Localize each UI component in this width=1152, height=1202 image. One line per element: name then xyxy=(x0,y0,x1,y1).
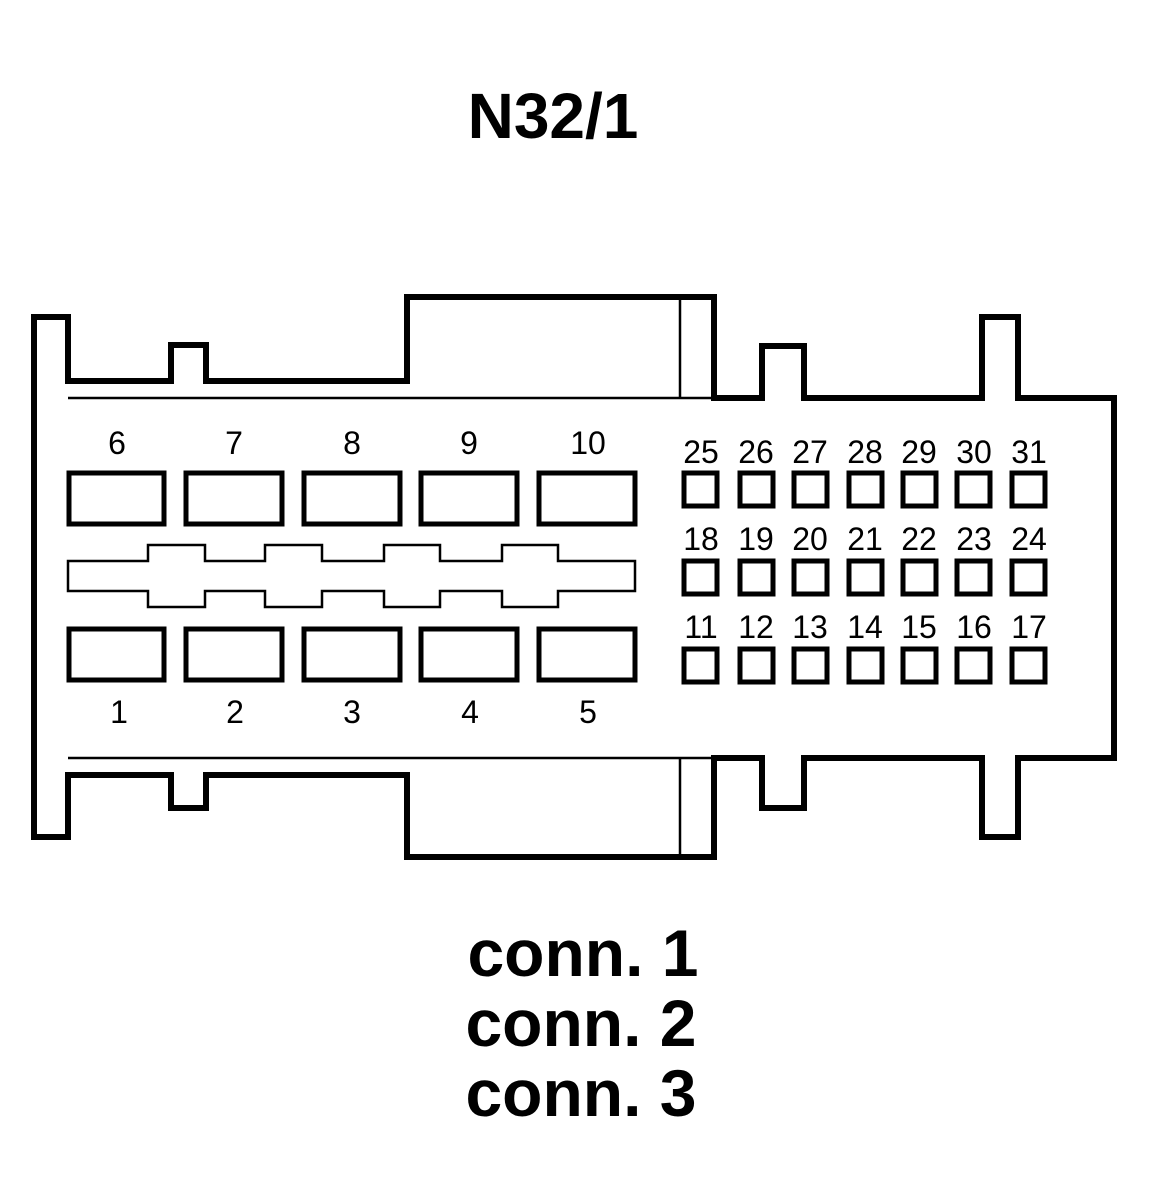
pin-label: 1 xyxy=(110,694,128,730)
pin-14 xyxy=(846,646,885,685)
pin-label: 8 xyxy=(343,425,361,461)
small-pins-row-1: 25 26 27 28 29 30 31 xyxy=(681,434,1048,509)
pin-label: 23 xyxy=(956,521,992,557)
pin-label: 17 xyxy=(1011,609,1047,645)
pin-25 xyxy=(681,470,720,509)
small-pins-row-3: 11 12 13 14 15 16 17 xyxy=(681,609,1048,685)
pin-label: 14 xyxy=(847,609,883,645)
pin-15 xyxy=(900,646,939,685)
pin-label: 11 xyxy=(684,609,717,645)
pin-5 xyxy=(536,626,638,683)
pin-label: 27 xyxy=(792,434,828,470)
pin-19 xyxy=(737,558,776,597)
pin-label: 2 xyxy=(226,694,244,730)
pin-18 xyxy=(681,558,720,597)
pin-label: 26 xyxy=(738,434,774,470)
connector-label-1: conn. 1 xyxy=(467,916,698,990)
pin-12 xyxy=(737,646,776,685)
pin-28 xyxy=(846,470,885,509)
pin-3 xyxy=(301,626,403,683)
pin-label: 12 xyxy=(738,609,774,645)
pin-22 xyxy=(900,558,939,597)
pin-label: 7 xyxy=(225,425,243,461)
pin-label: 31 xyxy=(1011,434,1047,470)
pin-30 xyxy=(954,470,993,509)
pin-label: 28 xyxy=(847,434,883,470)
connector-legend: conn. 1 conn. 2 conn. 3 xyxy=(465,916,698,1130)
pin-24 xyxy=(1009,558,1048,597)
pin-13 xyxy=(791,646,830,685)
pin-23 xyxy=(954,558,993,597)
pin-21 xyxy=(846,558,885,597)
connector-label-3: conn. 3 xyxy=(465,1056,696,1130)
pin-label: 16 xyxy=(956,609,992,645)
large-pins-bottom: 1 2 3 4 5 xyxy=(66,626,638,730)
diagram-title: N32/1 xyxy=(468,80,639,152)
connector-label-2: conn. 2 xyxy=(465,986,696,1060)
pin-9 xyxy=(418,470,520,527)
pin-10 xyxy=(536,470,638,527)
pin-17 xyxy=(1009,646,1048,685)
pin-label: 29 xyxy=(901,434,937,470)
pin-4 xyxy=(418,626,520,683)
pin-label: 24 xyxy=(1011,521,1047,557)
pin-6 xyxy=(66,470,167,527)
pin-label: 25 xyxy=(683,434,719,470)
pin-label: 6 xyxy=(108,425,126,461)
pin-label: 18 xyxy=(683,521,719,557)
pin-label: 15 xyxy=(901,609,937,645)
pin-label: 30 xyxy=(956,434,992,470)
pin-31 xyxy=(1009,470,1048,509)
pin-7 xyxy=(183,470,285,527)
pin-11 xyxy=(681,646,720,685)
pin-label: 20 xyxy=(792,521,828,557)
pin-27 xyxy=(791,470,830,509)
pin-label: 22 xyxy=(901,521,937,557)
pin-16 xyxy=(954,646,993,685)
connector-housing xyxy=(31,294,1117,860)
pin-20 xyxy=(791,558,830,597)
pin-2 xyxy=(183,626,285,683)
pin-label: 5 xyxy=(579,694,597,730)
pin-label: 9 xyxy=(460,425,478,461)
pin-1 xyxy=(66,626,167,683)
pin-label: 10 xyxy=(570,425,606,461)
pin-29 xyxy=(900,470,939,509)
pin-label: 19 xyxy=(738,521,774,557)
pin-label: 13 xyxy=(792,609,828,645)
center-rail xyxy=(66,543,637,609)
pin-8 xyxy=(301,470,403,527)
pin-label: 3 xyxy=(343,694,361,730)
pin-label: 4 xyxy=(461,694,479,730)
small-pins-row-2: 18 19 20 21 22 23 24 xyxy=(681,521,1048,597)
pin-26 xyxy=(737,470,776,509)
pin-label: 21 xyxy=(847,521,883,557)
large-pins-top: 6 7 8 9 10 xyxy=(66,425,638,527)
